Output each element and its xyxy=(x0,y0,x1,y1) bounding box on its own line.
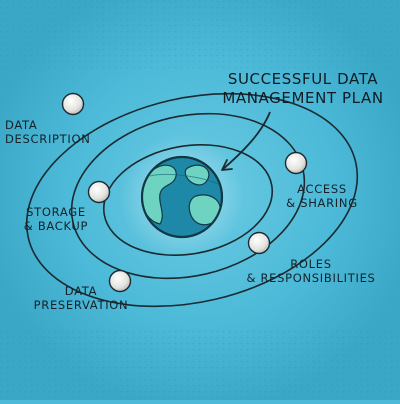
globe-icon xyxy=(140,155,224,239)
title-arrow-head xyxy=(221,159,233,171)
inner-orbit xyxy=(102,144,274,256)
label-roles-responsibilities: ROLES & RESPONSIBILITIES xyxy=(246,257,376,285)
label-data-preservation: DATA PRESERVATION xyxy=(33,284,129,312)
planet-roles-responsibilities xyxy=(247,231,271,255)
planet-data-description xyxy=(61,92,85,116)
planet-access-sharing xyxy=(284,151,308,175)
label-data-description: DATA DESCRIPTION xyxy=(5,118,91,146)
label-storage-backup: STORAGE & BACKUP xyxy=(23,205,89,233)
diagram-title: SUCCESSFUL DATA MANAGEMENT PLAN xyxy=(222,70,384,107)
title-arrow xyxy=(221,111,271,171)
texture-dots-bottom xyxy=(0,330,400,400)
planet-storage-backup xyxy=(87,180,111,204)
outer-orbit xyxy=(25,92,359,308)
texture-dots-top xyxy=(0,0,400,70)
planet-data-preservation xyxy=(108,269,132,293)
label-access-sharing: ACCESS & SHARING xyxy=(286,182,358,210)
